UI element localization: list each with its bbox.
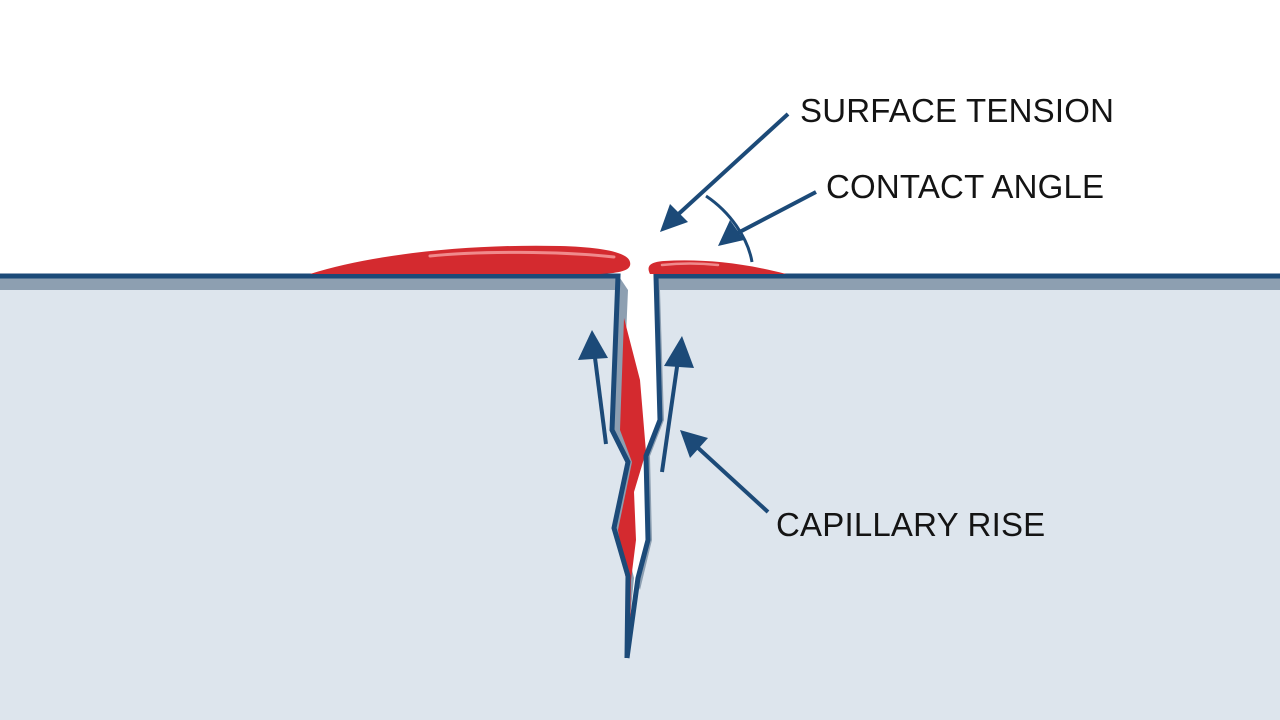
material-block	[0, 276, 1280, 720]
capillary-arrow-left-head	[578, 330, 608, 360]
surface-line-right	[624, 273, 1280, 659]
liquid-drop-left-highlight	[428, 250, 616, 259]
crack-wall-left-shade	[614, 278, 636, 640]
liquid-drop-right-highlight	[660, 262, 720, 267]
contact-angle-label: CONTACT ANGLE	[826, 168, 1105, 205]
surface-line	[0, 273, 631, 659]
contact-angle-arc	[705, 194, 754, 263]
capillary-arrow-right	[660, 359, 680, 473]
surface-tension-arrow	[669, 112, 790, 223]
capillary-rise-label: CAPILLARY RISE	[776, 506, 1046, 543]
surface-tension-label: SURFACE TENSION	[800, 92, 1115, 129]
surface-shadow	[0, 278, 1280, 290]
capillary-arrow-left	[592, 349, 608, 445]
capillary-rise-pointer-head	[680, 430, 708, 458]
capillary-arrow-right-head	[664, 336, 694, 368]
contact-angle-arrow	[731, 190, 817, 238]
liquid-drop-left	[310, 245, 631, 274]
surface-tension-arrowhead	[660, 204, 688, 232]
liquid-drop-right	[648, 260, 786, 274]
contact-angle-arrowhead	[718, 220, 744, 246]
capillary-rise-pointer	[694, 444, 770, 514]
